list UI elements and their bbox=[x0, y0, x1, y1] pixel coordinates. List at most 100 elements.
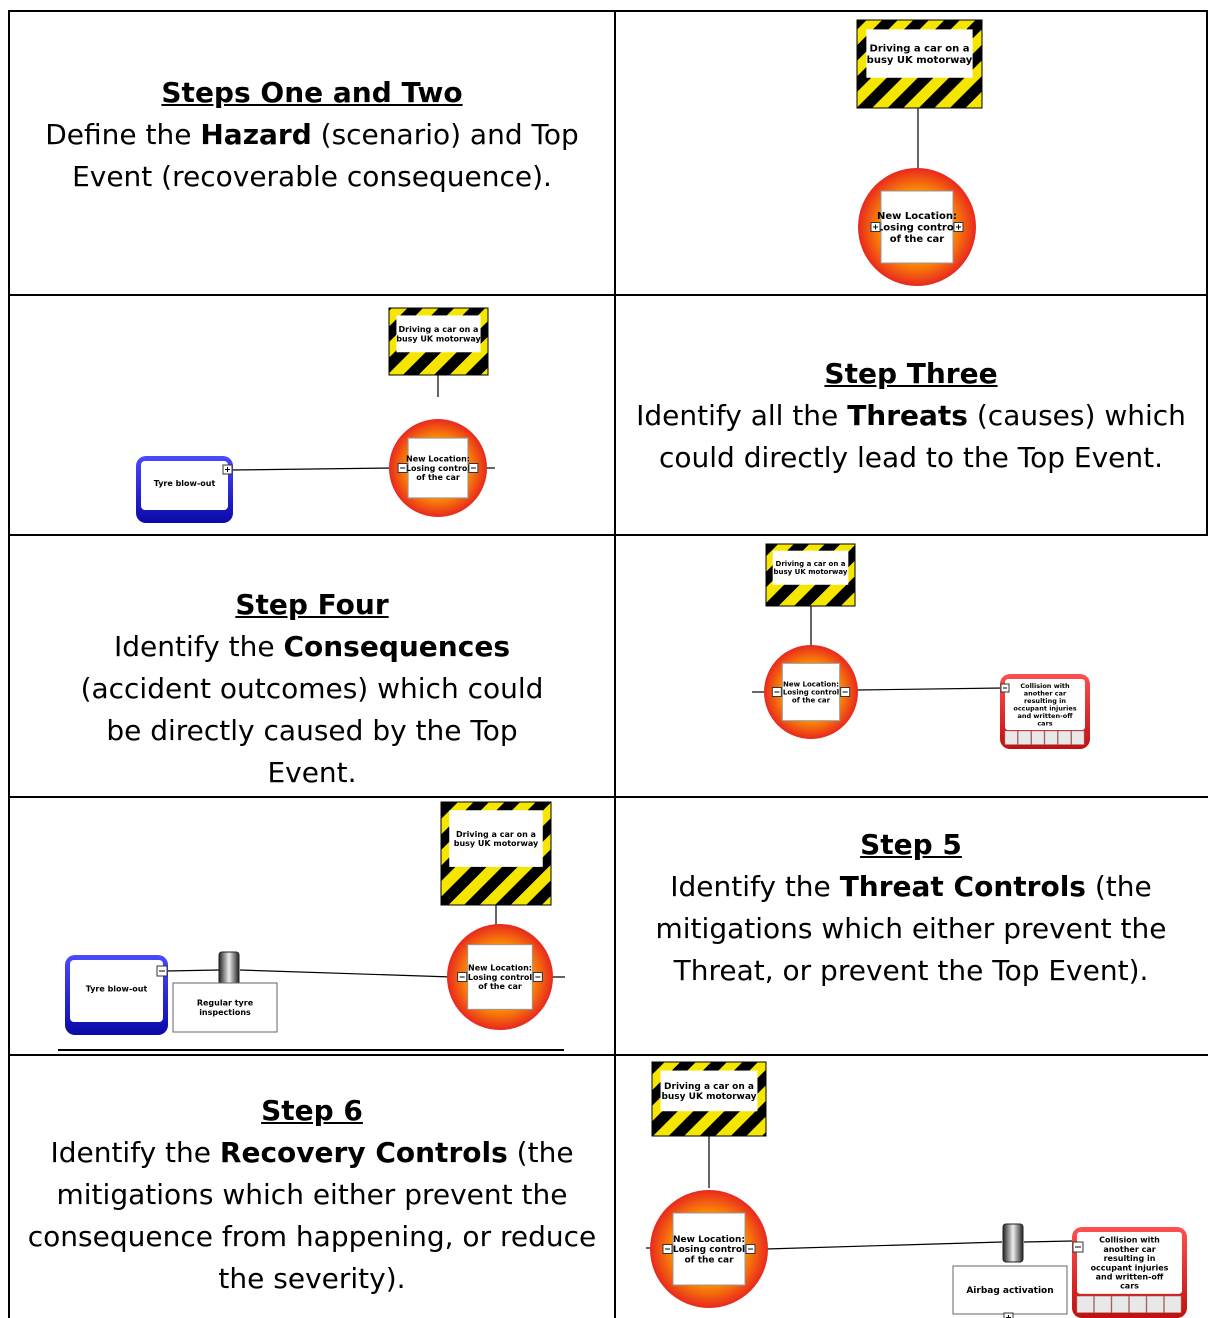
collapse-icon bbox=[156, 965, 168, 977]
consequence-label: another car bbox=[1103, 1245, 1155, 1254]
consequence-label: another car bbox=[1024, 690, 1067, 698]
expand-icon bbox=[1003, 1312, 1014, 1318]
collapse-icon bbox=[397, 463, 408, 473]
row-divider-1 bbox=[8, 294, 1208, 296]
collapse-icon bbox=[457, 972, 468, 982]
connector-line bbox=[239, 969, 453, 978]
top-event-label: Losing control bbox=[406, 464, 471, 473]
hazard-label: Driving a car on a bbox=[399, 325, 479, 334]
text-part: (the mitigations which either prevent th… bbox=[655, 870, 1167, 987]
hazard-label: busy UK motorway bbox=[396, 334, 481, 343]
hazard-label: busy UK motorway bbox=[661, 1092, 756, 1102]
threat-label: Tyre blow-out bbox=[86, 984, 148, 993]
top-event-label: New Location: bbox=[673, 1235, 745, 1245]
threat-control-node-label: Regular tyre bbox=[197, 999, 254, 1008]
consequence-label: resulting in bbox=[1104, 1254, 1156, 1263]
connector-line bbox=[765, 1241, 1003, 1250]
hazard-label: busy UK motorway bbox=[867, 55, 973, 66]
recovery-control-node-label: Airbag activation bbox=[966, 1286, 1053, 1296]
top-event-label: of the car bbox=[684, 1256, 734, 1266]
consequence-label: occupant injuries bbox=[1091, 1263, 1169, 1272]
text-part: Identify the bbox=[114, 630, 284, 663]
step-four-heading: Step Four bbox=[235, 588, 389, 621]
step-three-heading: Step Three bbox=[824, 357, 998, 390]
connector-line bbox=[231, 467, 393, 471]
consequence-label: cars bbox=[1120, 1282, 1139, 1291]
top-event-label: of the car bbox=[890, 234, 945, 245]
step-five-heading: Step 5 bbox=[860, 828, 962, 861]
step-one-two-heading: Steps One and Two bbox=[161, 76, 463, 109]
top-event-label: Losing control bbox=[877, 223, 957, 234]
consequence-label: cars bbox=[1037, 719, 1052, 727]
top-event-label: New Location: bbox=[783, 680, 839, 688]
top-event-label: of the car bbox=[792, 697, 831, 705]
text-part: (the mitigations which either prevent th… bbox=[27, 1136, 597, 1295]
consequence-label: occupant injuries bbox=[1013, 705, 1076, 713]
threat-node: Tyre blow-out bbox=[65, 955, 168, 1035]
step-five-text: Step 5 Identify the Threat Controls (the… bbox=[616, 824, 1206, 992]
row-4-underline bbox=[58, 1049, 564, 1051]
consequence-label: and written-off bbox=[1017, 712, 1073, 720]
text-part: (accident outcomes) which could be direc… bbox=[80, 672, 544, 789]
consequence-label: resulting in bbox=[1024, 697, 1066, 705]
recovery-control-node: Airbag activation bbox=[952, 1265, 1068, 1315]
text-part: Identify the bbox=[670, 870, 840, 903]
text-part-bold: Recovery Controls bbox=[219, 1136, 508, 1169]
text-part-bold: Threats bbox=[847, 399, 968, 432]
top-event-label: New Location: bbox=[877, 211, 957, 222]
text-part-bold: Consequences bbox=[283, 630, 510, 663]
collapse-icon bbox=[745, 1244, 756, 1254]
step-three-text: Step Three Identify all the Threats (cau… bbox=[616, 353, 1206, 479]
step-four-text: Step Four Identify the Consequences (acc… bbox=[10, 584, 614, 794]
top-event-label: Losing control bbox=[468, 973, 533, 982]
text-part-bold: Hazard bbox=[200, 118, 312, 151]
hazard-label: Driving a car on a bbox=[776, 560, 846, 568]
table-border-left bbox=[8, 10, 10, 1318]
row-divider-3 bbox=[8, 796, 1208, 798]
threat-label: Tyre blow-out bbox=[154, 479, 216, 488]
hazard-label: busy UK motorway bbox=[454, 839, 539, 848]
expand-icon bbox=[222, 464, 233, 475]
text-part: Define the bbox=[45, 118, 201, 151]
row-divider-2 bbox=[8, 534, 1208, 536]
collapse-icon bbox=[532, 972, 543, 982]
row-divider-4 bbox=[8, 1054, 1208, 1056]
hazard-label: Driving a car on a bbox=[456, 830, 536, 839]
top-event-label: of the car bbox=[478, 982, 522, 991]
hazard-label: Driving a car on a bbox=[664, 1082, 754, 1092]
text-part: (scenario) and Top Event (recoverable co… bbox=[72, 118, 579, 193]
text-part: Identify all the bbox=[636, 399, 848, 432]
table-border-top bbox=[8, 10, 1208, 12]
collapse-icon bbox=[840, 687, 851, 697]
top-event-label: Losing control bbox=[783, 688, 839, 696]
step-six-heading: Step 6 bbox=[261, 1094, 363, 1127]
text-part: (causes) which could directly lead to th… bbox=[659, 399, 1186, 474]
expand-icon bbox=[953, 222, 964, 232]
threat-node: Tyre blow-out bbox=[136, 456, 233, 523]
expand-icon bbox=[870, 222, 881, 232]
step-six-text: Step 6 Identify the Recovery Controls (t… bbox=[10, 1090, 614, 1300]
top-event-label: Losing control bbox=[673, 1245, 745, 1255]
table-border-right bbox=[1206, 10, 1208, 535]
connector-line bbox=[1023, 1240, 1074, 1243]
connector-line bbox=[856, 687, 1004, 691]
table-divider-center bbox=[614, 10, 616, 1318]
step-one-two-text: Steps One and Two Define the Hazard (sce… bbox=[10, 72, 614, 198]
collapse-icon bbox=[1072, 1241, 1084, 1253]
collapse-icon bbox=[662, 1244, 673, 1254]
top-event-label: New Location: bbox=[468, 964, 532, 973]
hazard-label: busy UK motorway bbox=[774, 568, 848, 576]
consequence-label: Collision with bbox=[1020, 682, 1070, 690]
